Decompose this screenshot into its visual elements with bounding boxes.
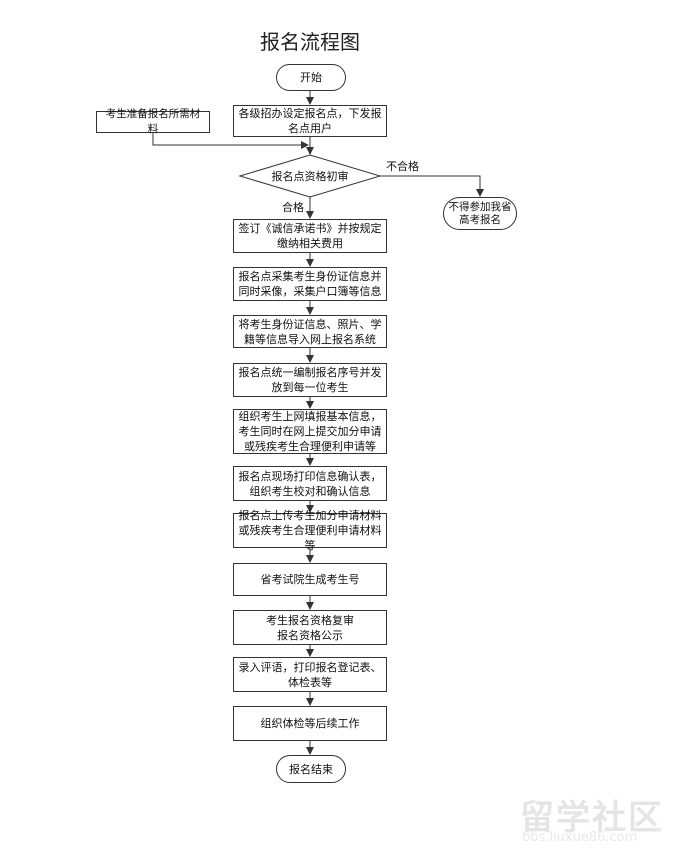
start-node: 开始 bbox=[276, 64, 346, 91]
upload-box: 报名点上传考生加分申请材料或残疾考生合理便利申请材料等 bbox=[233, 509, 387, 552]
decision-label: 报名点资格初审 bbox=[271, 169, 349, 183]
physical-box: 组织体检等后续工作 bbox=[233, 706, 387, 741]
import-box: 将考生身份证信息、照片、学籍等信息导入网上报名系统 bbox=[233, 315, 387, 348]
review-box: 考生报名资格复审 报名资格公示 bbox=[233, 610, 387, 645]
print-box: 报名点现场打印信息确认表，组织考生校对和确认信息 bbox=[233, 466, 387, 501]
edge-decision-rejected bbox=[380, 175, 484, 197]
end-node: 报名结束 bbox=[276, 755, 346, 783]
watermark-url: bbs.liuxue86.com bbox=[522, 830, 638, 845]
materials-box: 考生准备报名所需材料 bbox=[96, 108, 210, 135]
edge-materials-merge bbox=[152, 133, 309, 149]
collect-box: 报名点采集考生身份证信息并同时采像，采集户口簿等信息 bbox=[233, 267, 387, 301]
online-box: 组织考生上网填报基本信息，考生同时在网上提交加分申请或残疾考生合理便利申请等 bbox=[233, 409, 387, 454]
watermark-logo: 留学社区 bbox=[520, 798, 664, 838]
exam-number-box: 省考试院生成考生号 bbox=[233, 563, 387, 596]
page-title: 报名流程图 bbox=[260, 30, 360, 54]
watermark: 留学社区 bbs.liuxue86.com bbox=[520, 790, 680, 852]
fail-edge-label: 不合格 bbox=[386, 160, 419, 173]
number-box: 报名点统一编制报名序号并发放到每一位考生 bbox=[233, 363, 387, 397]
record-box: 录入评语，打印报名登记表、体检表等 bbox=[233, 657, 387, 692]
sign-box: 签订《诚信承诺书》并按规定缴纳相关费用 bbox=[233, 219, 387, 253]
set-points-box: 各级招办设定报名点，下发报名点用户 bbox=[233, 105, 387, 137]
rejected-node: 不得参加我省高考报名 bbox=[443, 197, 517, 230]
pass-edge-label: 合格 bbox=[282, 201, 304, 214]
